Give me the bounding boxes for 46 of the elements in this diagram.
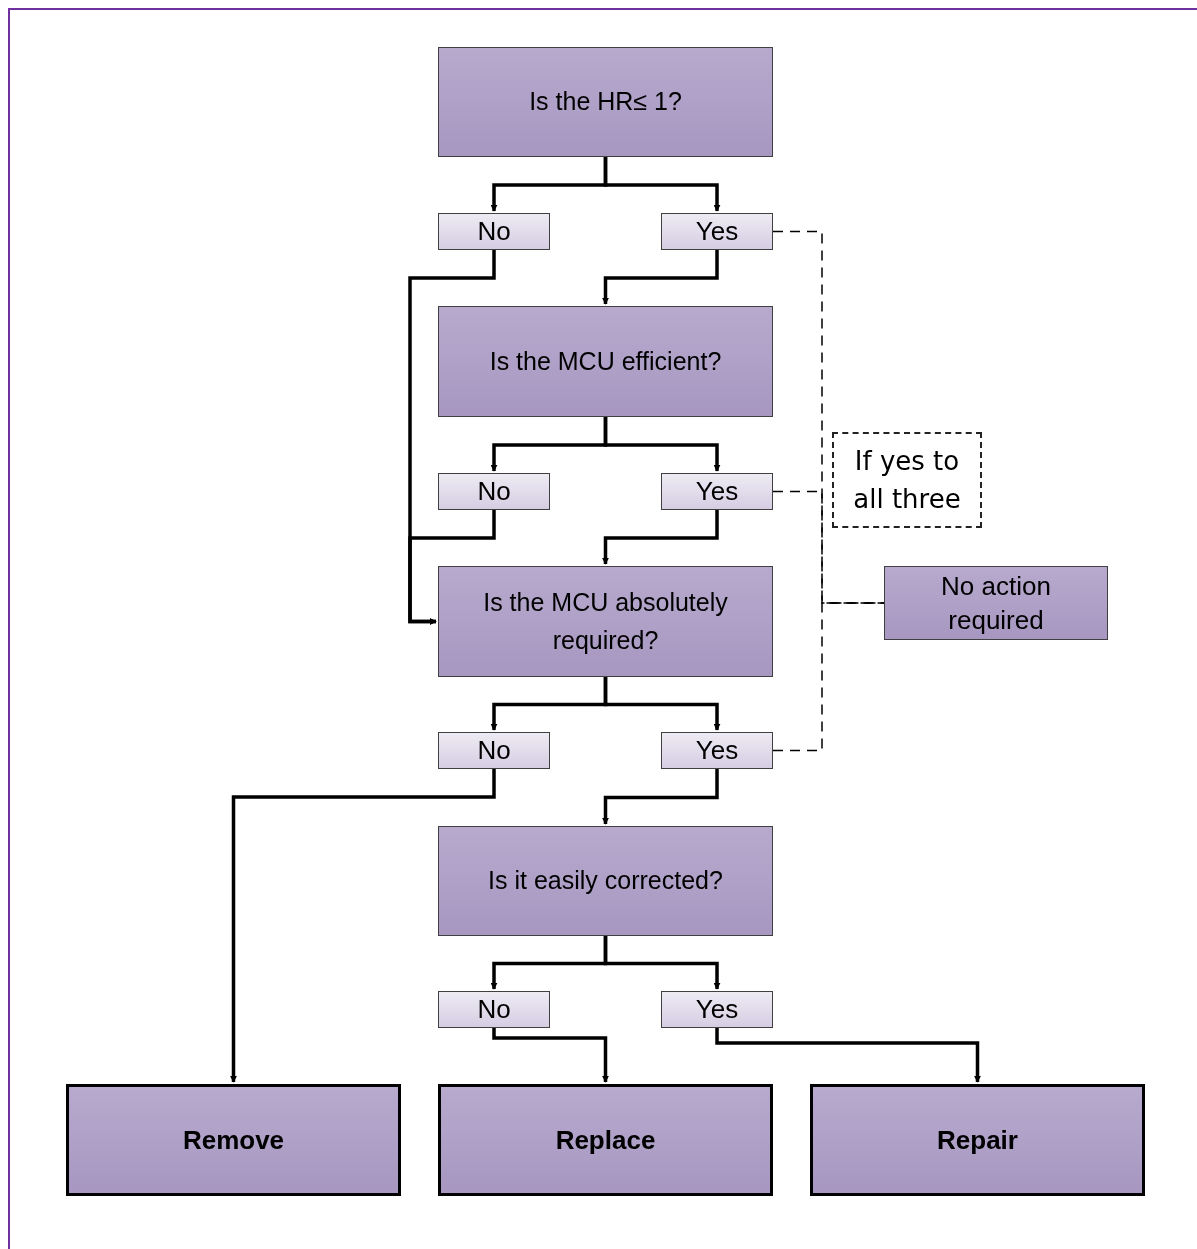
answer-text: No: [477, 215, 511, 248]
arrow: [603, 936, 721, 990]
outcome-box: [884, 566, 1108, 640]
answer-text: No: [477, 475, 511, 508]
answer-box: [438, 473, 550, 510]
outcome-text: Replace: [555, 1123, 656, 1157]
question-text: Is it easily corrected?: [488, 865, 723, 897]
arrow: [602, 510, 719, 565]
answer-box: [661, 473, 773, 510]
answer-box: [438, 213, 550, 250]
decision-box: [438, 306, 773, 417]
arrow: [715, 1028, 981, 1083]
answer-text: Yes: [695, 734, 739, 767]
answer-text: No: [477, 993, 511, 1026]
arrow: [230, 769, 496, 1083]
arrow: [603, 157, 721, 212]
outcome-box: [438, 1084, 773, 1196]
outcome-box: [66, 1084, 401, 1196]
arrow: [603, 417, 721, 472]
arrow: [602, 250, 719, 305]
arrow: [603, 677, 721, 731]
outcome-text: No action required: [940, 570, 1052, 637]
answer-box: [661, 732, 773, 769]
answer-text: Yes: [695, 215, 739, 248]
answer-text: Yes: [695, 993, 739, 1026]
answer-text: Yes: [695, 475, 739, 508]
note-text: If yes to all three: [852, 445, 962, 516]
outcome-text: Repair: [937, 1123, 1018, 1157]
decision-box: [438, 566, 773, 677]
answer-box: [661, 991, 773, 1028]
question-text: Is the HR≤ 1?: [529, 86, 682, 118]
arrow: [602, 769, 719, 825]
answer-box: [438, 991, 550, 1028]
answer-box: [438, 732, 550, 769]
outcome-box: [810, 1084, 1145, 1196]
decision-box: [438, 47, 773, 157]
answer-box: [661, 213, 773, 250]
arrow: [492, 1028, 609, 1083]
answer-text: No: [477, 734, 511, 767]
note-box: [832, 432, 982, 528]
outcome-text: Remove: [182, 1123, 285, 1157]
arrow: [408, 510, 496, 625]
question-text: Is the MCU efficient?: [489, 345, 722, 377]
question-text: Is the MCU absolutely required?: [482, 587, 729, 656]
decision-box: [438, 826, 773, 936]
dashed-connector: [772, 602, 885, 752]
